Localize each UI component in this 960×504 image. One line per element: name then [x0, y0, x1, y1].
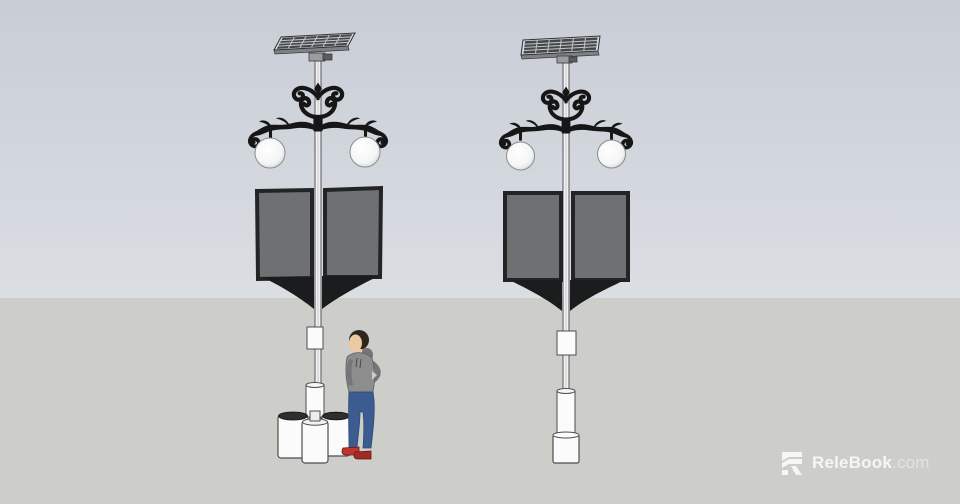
shoe-back: [353, 450, 372, 460]
sign-panel-right: [571, 191, 630, 282]
solar-panel: [274, 33, 355, 62]
arm-gap: [372, 371, 377, 380]
pole-cylinder: [556, 388, 576, 436]
globe-lamp-right: [349, 136, 381, 168]
sign-panel-right: [323, 185, 384, 279]
sign-panel-left: [254, 187, 314, 282]
street-lamp-left: [230, 25, 410, 464]
street-lamp-right: [495, 30, 650, 464]
globe-lamp-left: [506, 141, 535, 171]
solar-panel: [521, 36, 600, 63]
pole-box-segment: [556, 330, 577, 356]
arm-hanging: [346, 359, 353, 386]
watermark: ReleBook.com: [779, 449, 930, 477]
human-figure: [341, 330, 381, 460]
ground-plane: [0, 298, 960, 504]
drawstrings: [355, 357, 362, 369]
globe-lamp-left: [254, 137, 286, 169]
base-cylinder: [552, 431, 580, 464]
watermark-brand: ReleBook: [812, 453, 893, 472]
neck: [356, 349, 362, 354]
sign-bracket: [509, 280, 625, 311]
pole-box-segment: [306, 326, 324, 350]
panel-mount-bracket: [556, 55, 578, 64]
watermark-suffix: .com: [892, 453, 930, 472]
jeans: [348, 391, 375, 449]
sign-panel-left: [503, 191, 563, 282]
face: [349, 334, 362, 352]
base-cylinders: [277, 410, 351, 464]
globe-lamp-right: [597, 139, 626, 169]
panel-mount-bracket: [308, 52, 333, 62]
relebook-r-icon: [782, 452, 802, 475]
pole-cylinder: [305, 382, 325, 418]
sign-bracket: [262, 276, 379, 309]
arm-akimbo: [367, 360, 381, 385]
